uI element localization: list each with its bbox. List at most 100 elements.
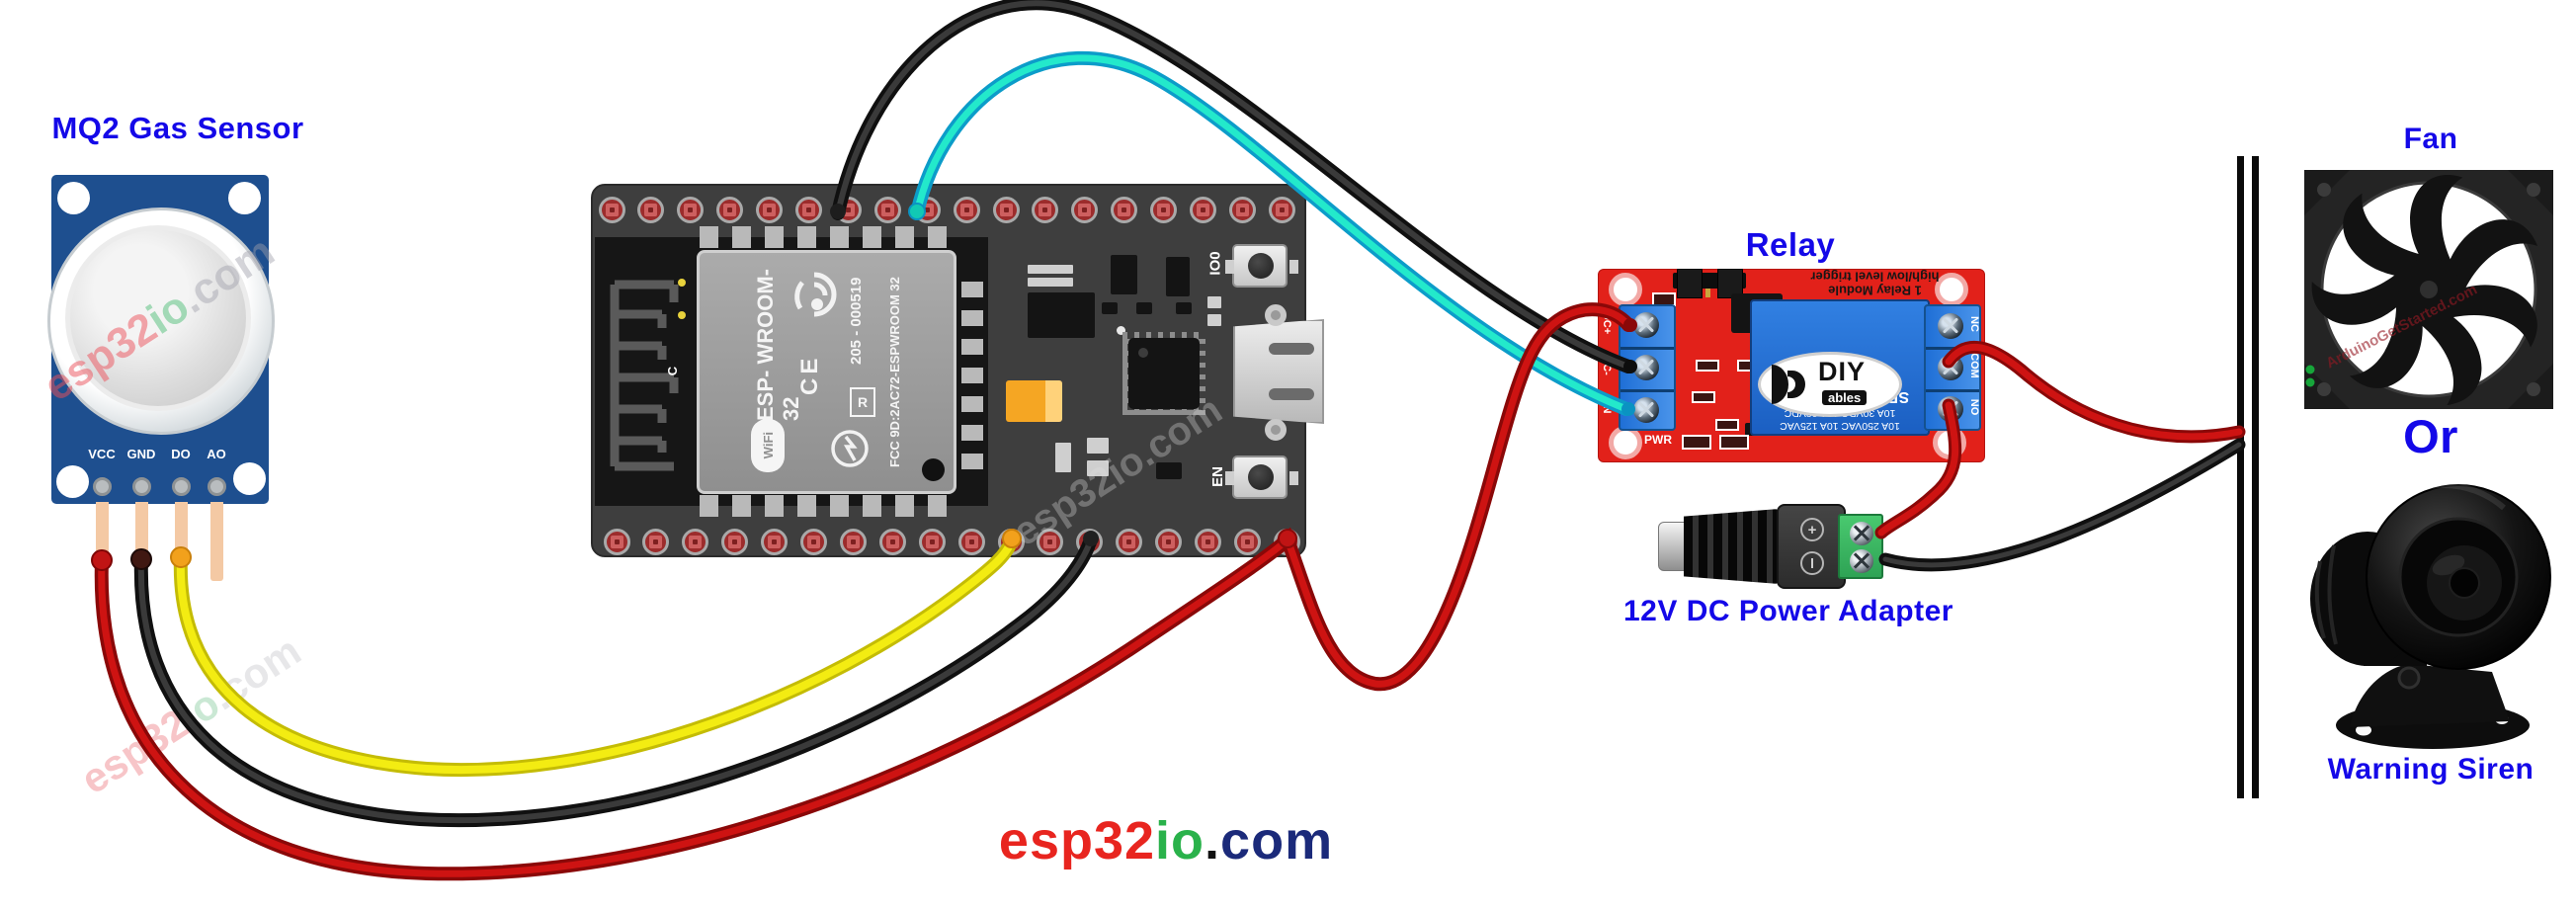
esp32-pin[interactable] (682, 528, 709, 555)
esp32-pin[interactable] (878, 528, 906, 555)
micro-usb-port (1233, 319, 1324, 424)
mq2-label: MQ2 Gas Sensor (51, 111, 304, 145)
esp32-pin[interactable] (677, 196, 705, 223)
power-icon (1800, 551, 1824, 575)
shield-dot (922, 458, 945, 481)
warning-siren-label: Warning Siren (2327, 753, 2534, 786)
board-hole (1265, 304, 1287, 326)
esp32-pin[interactable] (603, 528, 630, 555)
siren-image (2310, 482, 2551, 749)
esp32-pin[interactable] (1116, 528, 1143, 555)
esp32-pin[interactable] (957, 528, 985, 555)
smd-resistor (1715, 419, 1739, 431)
esp32-pin[interactable] (761, 528, 789, 555)
esp32-pin[interactable] (795, 196, 822, 223)
relay-mount-hole (1609, 426, 1642, 459)
mq2-mount-hole (56, 465, 89, 498)
separator-line (2252, 156, 2259, 798)
ce-mark: CE (796, 354, 823, 395)
esp32-pin[interactable] (873, 196, 901, 223)
esp32-pin[interactable] (756, 196, 784, 223)
screw-nc (1938, 313, 1963, 339)
mq2-leg (175, 502, 188, 556)
usb-slot (1269, 343, 1314, 355)
mq2-leg (96, 502, 109, 559)
esp32-pin[interactable] (1195, 528, 1221, 555)
esp32-pin[interactable] (953, 196, 980, 223)
esp32-pin[interactable] (716, 196, 744, 223)
esp32-pin[interactable] (834, 196, 862, 223)
esp32-pin[interactable] (1155, 528, 1183, 555)
shield-pads-right (961, 282, 983, 475)
relay-label: Relay (1745, 226, 1836, 263)
logo-esp32: esp32 (998, 811, 1156, 870)
esp32-pin[interactable] (1150, 196, 1178, 223)
screw-no (1938, 396, 1963, 422)
pwr-led (1682, 435, 1711, 450)
esp32-pin[interactable] (918, 528, 946, 555)
relay-silk-title: 1 Relay Module high/low level trigger (1810, 269, 1940, 298)
shield-pads-bottom (700, 495, 955, 517)
esp32-pin[interactable] (839, 528, 867, 555)
esp32-pin[interactable] (992, 196, 1020, 223)
barrel-jack-tip (1658, 522, 1688, 571)
mq2-pad (172, 477, 191, 496)
esp32io-logo: esp32io.com (968, 810, 1364, 871)
relay-pin-nc: NC (1968, 316, 1980, 332)
antenna-c-mark: C (665, 366, 681, 376)
esp32-pin[interactable] (1268, 196, 1295, 223)
relay-mount-hole (1933, 426, 1966, 459)
esp32-pin[interactable] (642, 528, 670, 555)
fan-image (2304, 170, 2553, 409)
transistor (1166, 257, 1190, 296)
transistor (1111, 255, 1137, 294)
esp32-pin[interactable] (1032, 196, 1059, 223)
en-button-label: EN (1208, 466, 1226, 487)
smd (1028, 278, 1073, 287)
smd-resistor (1719, 435, 1749, 450)
boot-button-label: IO0 (1206, 251, 1224, 276)
boot-button[interactable] (1225, 244, 1288, 288)
adapter-block: + (1777, 504, 1846, 589)
esp32-pin[interactable] (1273, 528, 1300, 555)
esp32-pin[interactable] (1076, 528, 1104, 555)
relay-pin-dc-plus: DC+ (1601, 311, 1613, 335)
shield-pads-top (700, 226, 955, 248)
esp32-pin[interactable] (1228, 196, 1256, 223)
board-hole (1265, 419, 1287, 441)
esp32-pin[interactable] (800, 528, 827, 555)
r-mark: R (850, 387, 875, 417)
en-button[interactable] (1225, 456, 1288, 499)
smd-resistor (1696, 360, 1719, 372)
esp32-pin[interactable] (637, 196, 665, 223)
smd (1102, 302, 1118, 314)
antenna-feed-dot (678, 279, 686, 287)
smd (1207, 296, 1221, 308)
smd (1055, 443, 1071, 472)
smd-resistor (1692, 391, 1715, 403)
jumper-cap (1677, 269, 1703, 298)
esp32-pin[interactable] (1233, 528, 1261, 555)
jumper-pin (1705, 289, 1710, 297)
wire-black-adapter-to-load (1878, 438, 2246, 572)
ables-text: ables (1822, 390, 1868, 405)
chip-dot (1138, 348, 1148, 358)
relay-mount-hole (1609, 273, 1642, 306)
diy-text: DIY (1818, 357, 1867, 386)
mq2-pin-vcc: VCC (88, 447, 116, 461)
relay-pin-in: IN (1601, 402, 1613, 414)
espressif-logo (794, 272, 837, 317)
esp32-pin[interactable] (598, 196, 625, 223)
relay-pin-dc-minus: DC- (1601, 356, 1613, 375)
esp32-pin[interactable] (1071, 196, 1099, 223)
barrel-jack-body (1684, 509, 1779, 584)
logo-io: io (1155, 811, 1205, 870)
shield-serial: 205 - 000519 (848, 277, 865, 366)
esp32-pin[interactable] (1190, 196, 1216, 223)
wire-red-com-to-load (1942, 340, 2246, 444)
esp32-pin[interactable] (721, 528, 749, 555)
relay-mount-hole (1935, 273, 1968, 306)
esp32-pin[interactable] (913, 196, 941, 223)
esp32-pin[interactable] (1111, 196, 1138, 223)
